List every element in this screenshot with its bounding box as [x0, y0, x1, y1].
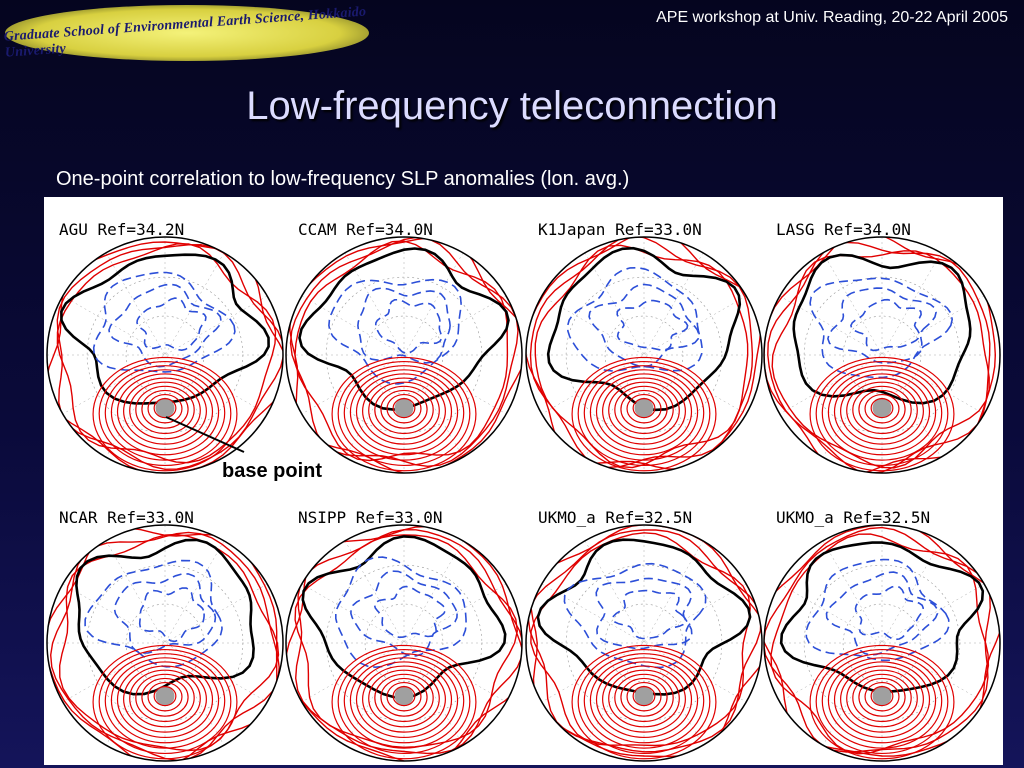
panel-label: CCAM Ref=34.0N — [298, 220, 433, 239]
university-logo: Graduate School of Environmental Earth S… — [3, 4, 370, 62]
panel-2: CCAM Ref=34.0N — [285, 220, 523, 474]
panel-label: LASG Ref=34.0N — [776, 220, 911, 239]
panel-label: NCAR Ref=33.0N — [59, 508, 194, 527]
panel-label: NSIPP Ref=33.0N — [298, 508, 443, 527]
correlation-maps: AGU Ref=34.2N CCAM Ref=34.0N K1Japan Ref=3… — [46, 220, 1001, 762]
panel-7: UKMO_a Ref=32.5N — [525, 508, 763, 762]
panel-4: LASG Ref=34.0N — [763, 220, 1001, 474]
panel-label: UKMO_a Ref=32.5N — [776, 508, 930, 527]
workshop-caption: APE workshop at Univ. Reading, 20-22 Apr… — [656, 9, 1008, 26]
panel-label: UKMO_a Ref=32.5N — [538, 508, 692, 527]
panel-8: UKMO_a Ref=32.5N — [763, 508, 1001, 762]
panel-6: NSIPP Ref=33.0N — [285, 508, 523, 762]
base-point-pointer — [165, 416, 245, 453]
correlation-figure: AGU Ref=34.2N CCAM Ref=34.0N K1Japan Ref=3… — [44, 197, 1003, 765]
panel-label: K1Japan Ref=33.0N — [538, 220, 702, 239]
slide-title: Low-frequency teleconnection — [246, 84, 778, 128]
panel-1: AGU Ref=34.2N — [46, 220, 284, 474]
logo-ellipse — [5, 5, 369, 61]
panel-5: NCAR Ref=33.0N — [46, 508, 284, 762]
slide-subtitle: One-point correlation to low-frequency S… — [56, 168, 630, 190]
panel-label: AGU Ref=34.2N — [59, 220, 184, 239]
base-point-label: base point — [222, 460, 322, 482]
panel-3: K1Japan Ref=33.0N — [525, 220, 763, 474]
